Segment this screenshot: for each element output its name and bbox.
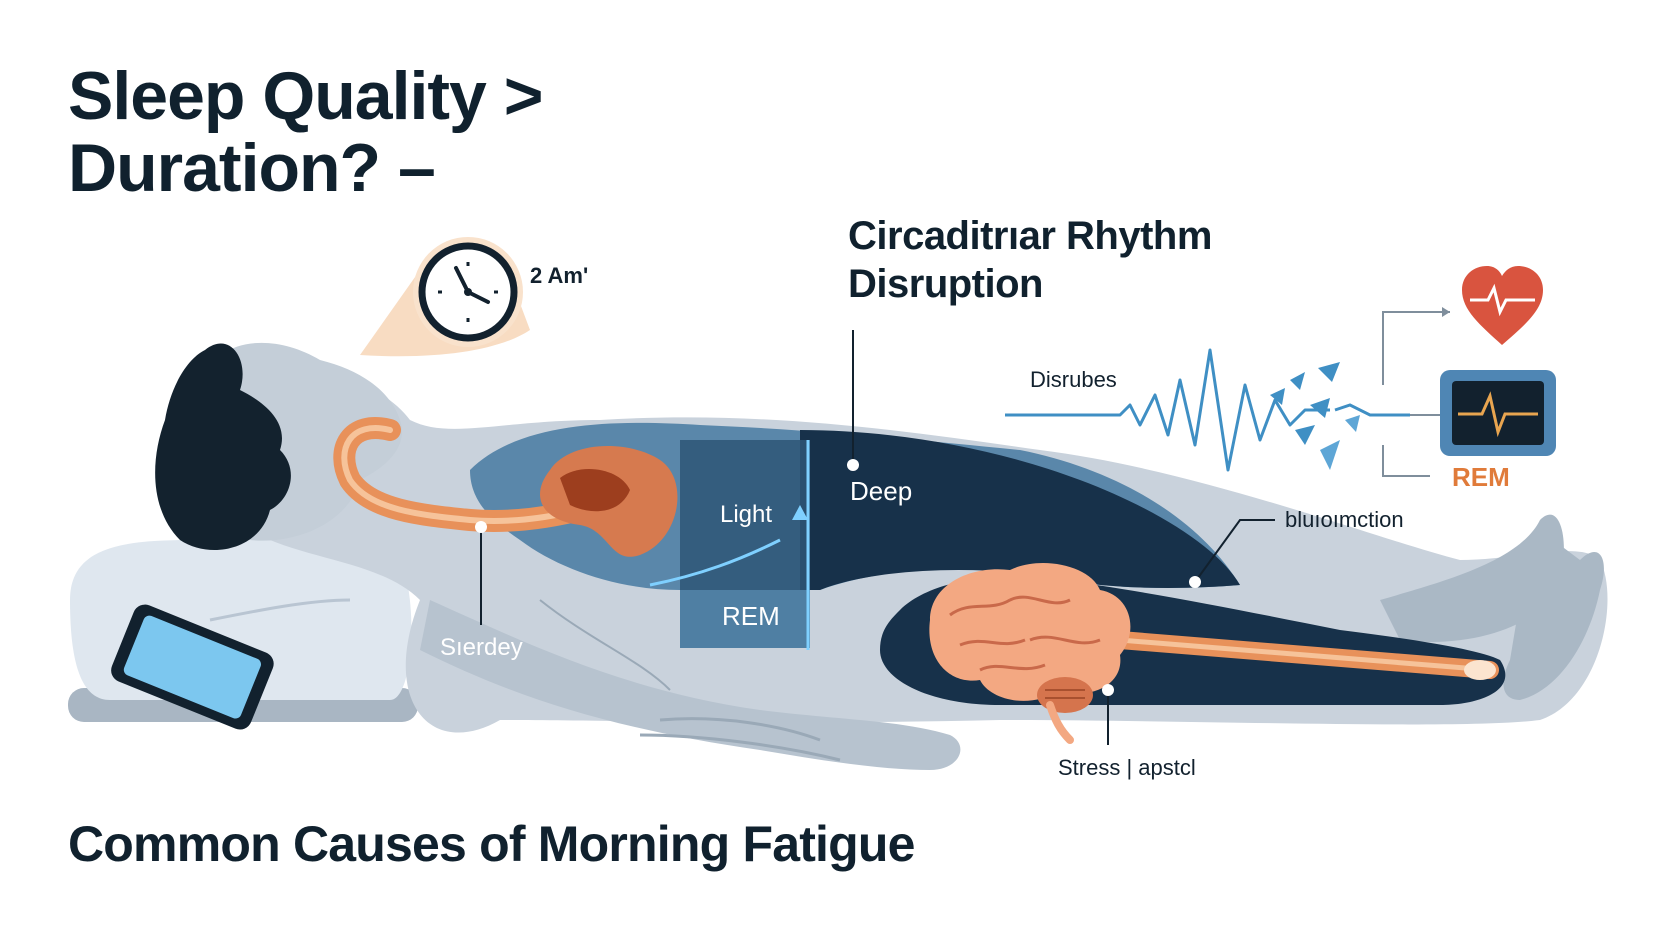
stage-rem-label: REM	[722, 601, 780, 631]
monitor-rem-label: REM	[1452, 462, 1510, 492]
phone-icon	[111, 604, 274, 730]
stage-deep-label: Deep	[850, 476, 912, 506]
callout-lines	[480, 330, 1275, 745]
bluinomction-label: bluıoımction	[1285, 507, 1404, 532]
circadian-heading-line-1: Circaditrıar Rhythm	[848, 214, 1212, 258]
wave-fragments	[1270, 362, 1360, 470]
monitor-icon	[1440, 370, 1556, 456]
page-title: Sleep Quality > Duration? –	[68, 58, 543, 206]
title-line-1: Sleep Quality >	[68, 58, 543, 134]
callout-dot-serdey	[475, 521, 487, 533]
bracket-arrow	[1442, 307, 1450, 317]
clock-icon	[418, 242, 518, 342]
circadian-heading: Circaditrıar Rhythm Disruption	[848, 212, 1212, 308]
disrubes-label: Disrubes	[1030, 367, 1117, 392]
torso-cutaway	[470, 422, 1240, 650]
disrupted-wave	[1005, 348, 1410, 472]
brain-icon	[929, 562, 1131, 744]
heart-icon	[1462, 266, 1543, 345]
serdey-label: Sıerdey	[440, 634, 523, 661]
stress-label: Stress | apstcl	[1058, 755, 1196, 780]
callout-dot-stress	[1102, 684, 1114, 696]
title-line-2: Duration? –	[68, 130, 436, 206]
stage-light-label: Light	[720, 501, 772, 528]
clock-time-label: 2 Am'	[530, 263, 588, 288]
footer-heading: Common Causes of Morning Fatigue	[68, 816, 915, 872]
bracket-lines	[1382, 311, 1450, 477]
stomach	[540, 446, 678, 557]
callout-dot-bluinomction	[1189, 576, 1201, 588]
head	[155, 342, 402, 550]
circadian-heading-line-2: Disruption	[848, 262, 1043, 306]
callout-dot-deep	[847, 459, 859, 471]
